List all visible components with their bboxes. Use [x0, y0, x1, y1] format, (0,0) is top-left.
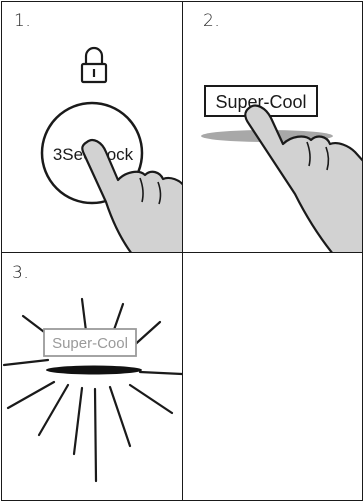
step-1-panel: 1. 3Sec-Lock [1, 1, 183, 253]
step-3-panel: 3. Super-Cool [1, 252, 183, 501]
padlock-icon [82, 48, 106, 82]
glow-bar [46, 366, 142, 375]
hand-icon [245, 106, 363, 253]
super-cool-button-faded-label: Super-Cool [52, 335, 128, 352]
step-2-illustration: Super-Cool [183, 2, 363, 253]
step-1-illustration: 3Sec-Lock [2, 2, 183, 253]
empty-panel [182, 252, 363, 501]
step-2-panel: 2. Super-Cool [182, 1, 363, 253]
flash-rays [4, 299, 182, 481]
step-3-illustration: Super-Cool [2, 253, 183, 501]
